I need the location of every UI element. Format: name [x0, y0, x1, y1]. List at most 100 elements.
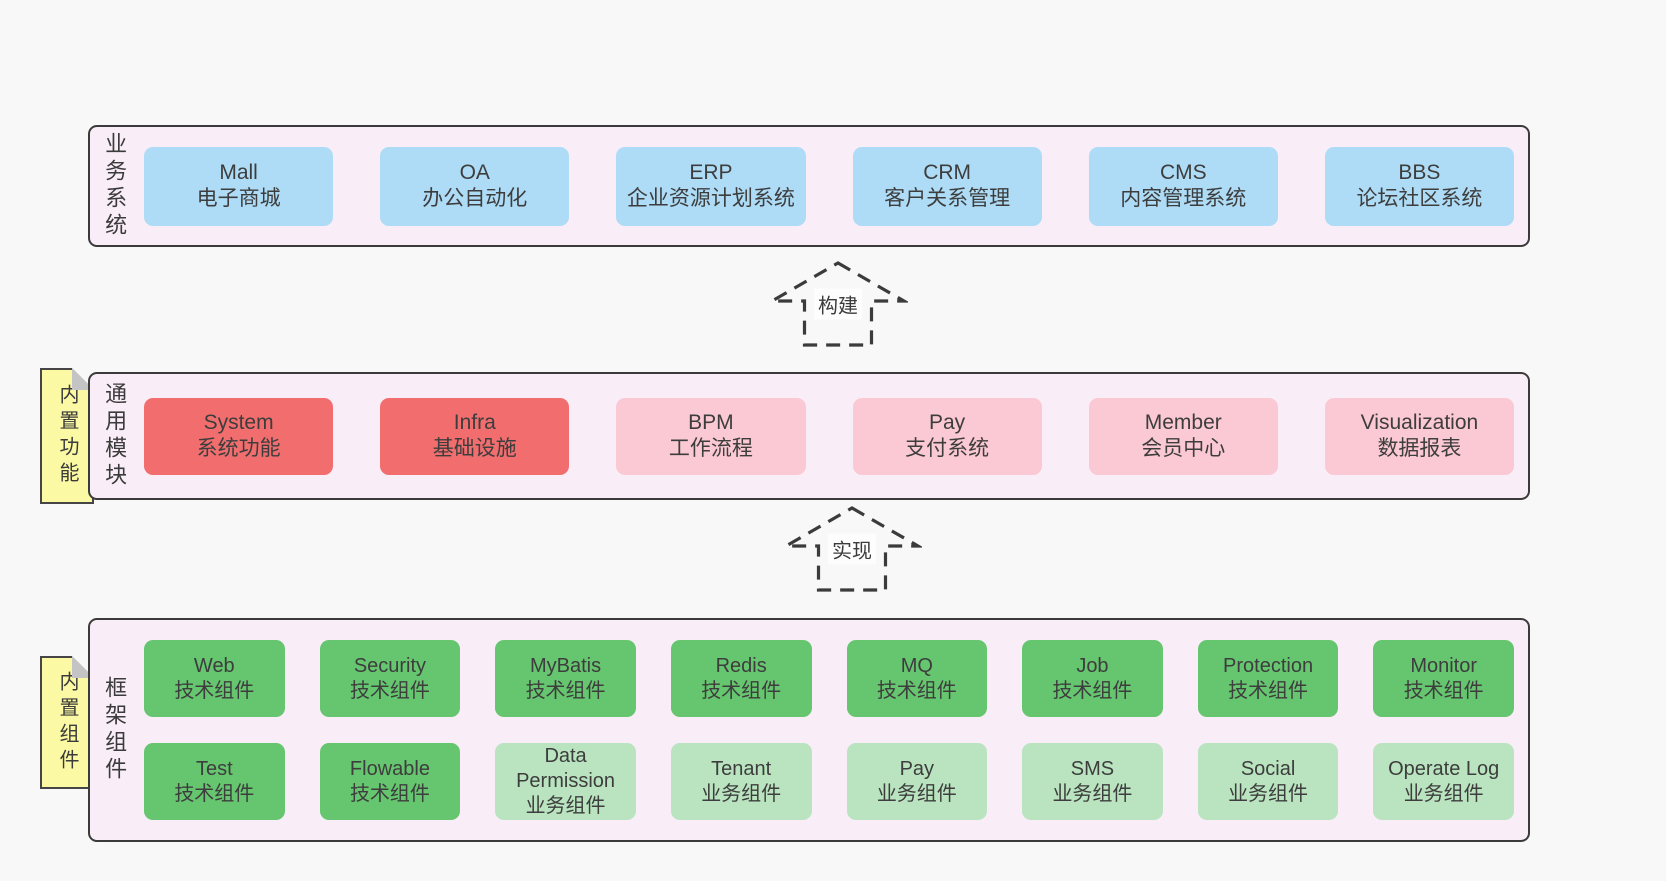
box-subtitle: 技术组件 [701, 679, 782, 702]
box-title: BPM [688, 411, 734, 434]
box-title: CRM [923, 161, 972, 184]
box-test: Test 技术组件 [144, 743, 285, 820]
box-title: Member [1144, 411, 1222, 434]
arrow-label: 实现 [828, 533, 876, 565]
box-subtitle: 业务组件 [525, 795, 606, 817]
panel-common-modules: 通用模块 System 系统功能 Infra 基础设施 BPM 工作流程 Pay… [88, 372, 1530, 500]
box-web: Web 技术组件 [144, 640, 285, 717]
panel-business-systems: 业务系统 Mall 电子商城 OA 办公自动化 ERP 企业资源计划系统 CRM… [88, 125, 1530, 247]
up-arrow-icon [768, 261, 908, 347]
sticky-note-label: 内置组件 [56, 670, 78, 775]
box-subtitle: 业务组件 [701, 782, 782, 805]
box-mall: Mall 电子商城 [144, 146, 334, 226]
box-subtitle: 业务组件 [1228, 782, 1309, 805]
box-subtitle: 会员中心 [1141, 437, 1226, 460]
box-title: SMS [1070, 757, 1115, 780]
box-title: Social [1240, 757, 1296, 780]
business-box-row: Mall 电子商城 OA 办公自动化 ERP 企业资源计划系统 CRM 客户关系… [144, 146, 1515, 226]
panel-label: 业务系统 [102, 132, 128, 240]
box-title: System [203, 411, 274, 434]
box-subtitle: 业务组件 [876, 782, 957, 805]
box-protection: Protection 技术组件 [1197, 640, 1339, 717]
box-subtitle: 技术组件 [349, 782, 430, 805]
box-subtitle: 技术组件 [1052, 679, 1133, 702]
box-title: Web [193, 654, 235, 677]
panel-label: 通用模块 [102, 382, 128, 490]
panel-label-container: 通用模块 [90, 382, 138, 490]
box-title: Infra [453, 411, 496, 434]
box-title: Pay [929, 411, 966, 434]
box-subtitle: 技术组件 [1228, 679, 1309, 702]
box-sms: SMS 业务组件 [1022, 743, 1163, 820]
panel-label-container: 业务系统 [90, 132, 138, 240]
box-pay-business: Pay 业务组件 [846, 743, 988, 820]
implement-arrow: 实现 [782, 505, 922, 593]
box-title: BBS [1398, 161, 1441, 184]
box-title: OA [459, 161, 490, 184]
box-job: Job 技术组件 [1022, 640, 1163, 717]
box-mybatis: MyBatis 技术组件 [495, 640, 636, 717]
box-title: CMS [1159, 161, 1207, 184]
box-infra: Infra 基础设施 [380, 397, 570, 475]
build-arrow: 构建 [768, 260, 908, 348]
box-title: Security [353, 654, 427, 677]
box-title: MyBatis [530, 654, 602, 677]
box-title: Job [1076, 654, 1109, 677]
box-monitor: Monitor 技术组件 [1373, 640, 1514, 717]
box-subtitle: 技术组件 [349, 679, 430, 702]
box-title: Pay [899, 757, 935, 780]
box-system: System 系统功能 [144, 397, 334, 475]
panel-label-container: 框架组件 [90, 676, 138, 784]
box-cms: CMS 内容管理系统 [1088, 146, 1278, 226]
sticky-note-built-in-components: 内置组件 [40, 656, 94, 789]
box-title: Monitor [1410, 654, 1478, 677]
box-title: ERP [689, 161, 733, 184]
components-row-1: Web 技术组件 Security 技术组件 MyBatis 技术组件 Redi… [144, 640, 1514, 717]
box-subtitle: 业务组件 [1052, 782, 1133, 805]
box-title: Operate Log [1388, 757, 1500, 780]
box-security: Security 技术组件 [319, 640, 461, 717]
box-subtitle: 系统功能 [196, 437, 281, 460]
box-subtitle: 办公自动化 [422, 187, 528, 210]
box-flowable: Flowable 技术组件 [319, 743, 461, 820]
box-subtitle: 论坛社区系统 [1356, 187, 1483, 210]
sticky-note-built-in-features: 内置功能 [40, 368, 94, 504]
box-crm: CRM 客户关系管理 [852, 146, 1042, 226]
box-subtitle: 技术组件 [1403, 679, 1484, 702]
box-subtitle: 电子商城 [196, 187, 281, 210]
box-subtitle: 数据报表 [1377, 437, 1462, 460]
box-subtitle: 技术组件 [876, 679, 957, 702]
box-title: Test [195, 757, 233, 780]
box-bpm: BPM 工作流程 [616, 397, 806, 475]
box-mq: MQ 技术组件 [846, 640, 988, 717]
box-erp: ERP 企业资源计划系统 [616, 146, 806, 226]
box-title: Tenant [711, 757, 772, 780]
box-subtitle: 技术组件 [525, 679, 606, 702]
box-title: Mall [219, 161, 258, 184]
panel-framework-components: 框架组件 Web 技术组件 Security 技术组件 MyBatis 技术组件… [88, 618, 1530, 842]
components-row-2: Test 技术组件 Flowable 技术组件 Data Permission … [144, 743, 1514, 820]
box-oa: OA 办公自动化 [380, 146, 570, 226]
box-title: Flowable [349, 757, 430, 780]
box-title: Redis [715, 654, 767, 677]
box-subtitle: 客户关系管理 [884, 187, 1011, 210]
modules-box-row: System 系统功能 Infra 基础设施 BPM 工作流程 Pay 支付系统… [144, 397, 1515, 475]
box-operate-log: Operate Log 业务组件 [1373, 743, 1514, 820]
box-title: MQ [900, 654, 933, 677]
arrow-label: 构建 [814, 288, 862, 320]
box-pay: Pay 支付系统 [852, 397, 1042, 475]
box-subtitle: 基础设施 [432, 437, 517, 460]
up-arrow-icon [782, 506, 922, 592]
box-subtitle: 支付系统 [905, 437, 990, 460]
box-bbs: BBS 论坛社区系统 [1324, 146, 1515, 226]
box-subtitle: 技术组件 [174, 782, 255, 805]
box-title: Data Permission [516, 745, 616, 792]
box-redis: Redis 技术组件 [670, 640, 812, 717]
box-visualization: Visualization 数据报表 [1324, 397, 1515, 475]
components-grid: Web 技术组件 Security 技术组件 MyBatis 技术组件 Redi… [144, 640, 1514, 820]
panel-label: 框架组件 [102, 676, 128, 784]
box-subtitle: 内容管理系统 [1120, 187, 1247, 210]
sticky-note-label: 内置功能 [56, 384, 78, 488]
box-title: Protection [1223, 654, 1314, 677]
